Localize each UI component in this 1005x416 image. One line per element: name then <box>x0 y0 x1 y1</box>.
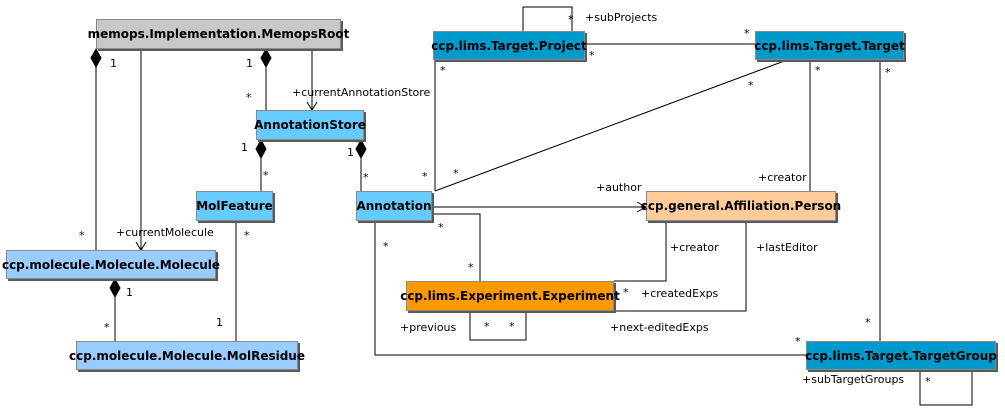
mult-star: * <box>422 170 428 183</box>
role-sub-projects: +subProjects <box>585 11 658 24</box>
assoc-annotation-experiment <box>432 213 481 281</box>
mult-star: * <box>509 320 515 333</box>
mult-store-annotation: 1 <box>347 146 354 159</box>
assoc-targetgroup-subgroups <box>919 370 973 406</box>
mult-star: * <box>865 316 871 329</box>
mult-star: * <box>79 229 85 242</box>
class-person[interactable]: ccp.general.Affiliation.Person <box>641 191 841 221</box>
class-molecule[interactable]: ccp.molecule.Molecule.Molecule <box>2 250 220 279</box>
class-annotation-store[interactable]: AnnotationStore <box>254 110 366 140</box>
assoc-target-annotation <box>434 59 788 192</box>
class-annotation[interactable]: Annotation <box>356 191 432 221</box>
mult-root-store: 1 <box>246 57 253 70</box>
mult-star: * <box>383 240 389 253</box>
mult-star: * <box>244 229 250 242</box>
mult-molecule-residue: 1 <box>126 286 133 299</box>
role-creator-experiment: +creator <box>670 241 719 254</box>
composition-diamond-store-feature <box>255 138 267 160</box>
mult-star: * <box>885 66 891 79</box>
mult-star: * <box>263 169 269 182</box>
role-creator-target: +creator <box>758 171 807 184</box>
role-last-editor: +lastEditor <box>756 241 818 254</box>
mult-star: * <box>468 261 474 274</box>
mult-star: * <box>440 64 446 77</box>
mult-star: * <box>363 171 369 184</box>
mult-star: * <box>246 91 252 104</box>
mult-star: * <box>815 64 821 77</box>
assoc-annotation-targetgroup <box>374 221 806 356</box>
role-current-molecule: +currentMolecule <box>116 226 214 239</box>
class-mol-feature[interactable]: MolFeature <box>196 191 273 221</box>
class-experiment[interactable]: ccp.lims.Experiment.Experiment <box>400 281 620 311</box>
assoc-person-experiment-lasteditor <box>614 221 747 312</box>
role-current-annotation-store: +currentAnnotationStore <box>292 86 431 99</box>
mult-star: * <box>589 49 595 62</box>
class-memops-root[interactable]: memops.Implementation.MemopsRoot <box>88 19 349 49</box>
assoc-person-experiment-creator <box>614 221 667 282</box>
mult-star: * <box>744 27 750 40</box>
role-previous: +previous <box>400 321 457 334</box>
role-author: +author <box>596 181 642 194</box>
mult-star: * <box>484 320 490 333</box>
class-mol-residue[interactable]: ccp.molecule.Molecule.MolResidue <box>69 341 305 370</box>
class-target[interactable]: ccp.lims.Target.Target <box>754 31 905 60</box>
mult-star: * <box>795 335 801 348</box>
role-next-edited-exps: +next-editedExps <box>610 321 709 334</box>
mult-star: * <box>748 79 754 92</box>
composition-diamond-molecule-residue <box>109 277 121 299</box>
composition-diamond-root-store <box>260 47 272 69</box>
mult-feature-residue: 1 <box>216 316 223 329</box>
mult-root-molecule: 1 <box>110 57 117 70</box>
mult-star: * <box>438 221 444 234</box>
role-created-exps: +createdExps <box>641 287 719 300</box>
assoc-project-subprojects <box>522 6 573 31</box>
composition-diamond-root-molecule <box>90 47 102 69</box>
mult-star: * <box>104 321 110 334</box>
assoc-experiment-previous <box>469 311 527 341</box>
composition-diamond-store-annotation <box>355 138 367 160</box>
mult-star: * <box>623 286 629 299</box>
mult-star: * <box>925 375 931 388</box>
class-project[interactable]: ccp.lims.Target.Project <box>431 31 587 60</box>
mult-store-feature: 1 <box>241 141 248 154</box>
mult-star: * <box>568 13 574 26</box>
role-sub-target-groups: +subTargetGroups <box>802 373 905 386</box>
class-target-group[interactable]: ccp.lims.Target.TargetGroup <box>805 341 997 370</box>
mult-star: * <box>453 167 459 180</box>
